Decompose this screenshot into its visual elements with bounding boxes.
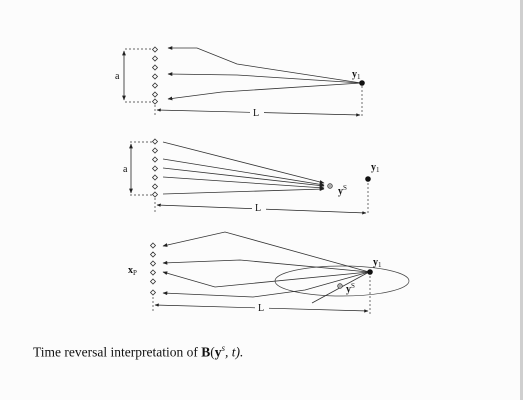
aperture-dashes-3 — [152, 276, 371, 314]
ray-paths-3 — [162, 231, 370, 304]
aperture-dashes-2 — [130, 141, 369, 215]
label-L-1: L — [253, 108, 259, 119]
label-L-2: L — [255, 203, 261, 214]
caption-y-symbol: y — [214, 344, 222, 360]
label-L-3: L — [258, 303, 264, 314]
caption-beamform-symbol: B — [201, 344, 211, 360]
ray-paths-2 — [162, 141, 325, 195]
page-edge — [520, 0, 523, 400]
label-y1-2: y1 — [371, 162, 380, 174]
source-point-2 — [365, 176, 371, 182]
sensor-array-1 — [151, 46, 159, 105]
source-point-1 — [359, 80, 365, 86]
label-a-1: a — [115, 71, 120, 82]
sensor-array-3 — [149, 242, 157, 296]
label-ys-3: yS — [346, 282, 355, 295]
source-point-3 — [367, 269, 373, 275]
label-y1-3: y1 — [373, 257, 382, 269]
panel-2: a yS y1 L — [123, 138, 380, 215]
ray-paths-1 — [167, 46, 362, 101]
label-ys-2: yS — [338, 184, 347, 197]
figure-caption: Time reversal interpretation of B(ys, t)… — [33, 343, 243, 361]
label-xp-3: xP — [128, 265, 137, 277]
label-a-2: a — [123, 164, 128, 175]
focal-point-3 — [337, 283, 343, 289]
label-y1-1: y1 — [352, 69, 361, 81]
panel-1: a y1 L — [115, 46, 365, 119]
aperture-dashes-1 — [125, 48, 363, 118]
caption-rest: , t). — [224, 344, 244, 360]
panel-3: xP yS y1 L — [128, 231, 410, 314]
caption-prefix: Time reversal interpretation of — [33, 344, 202, 360]
caption-open-paren: ( — [210, 344, 215, 360]
caption-sup-s: s — [221, 343, 225, 353]
focal-point-2 — [327, 183, 333, 189]
sensor-array-2 — [151, 138, 159, 198]
